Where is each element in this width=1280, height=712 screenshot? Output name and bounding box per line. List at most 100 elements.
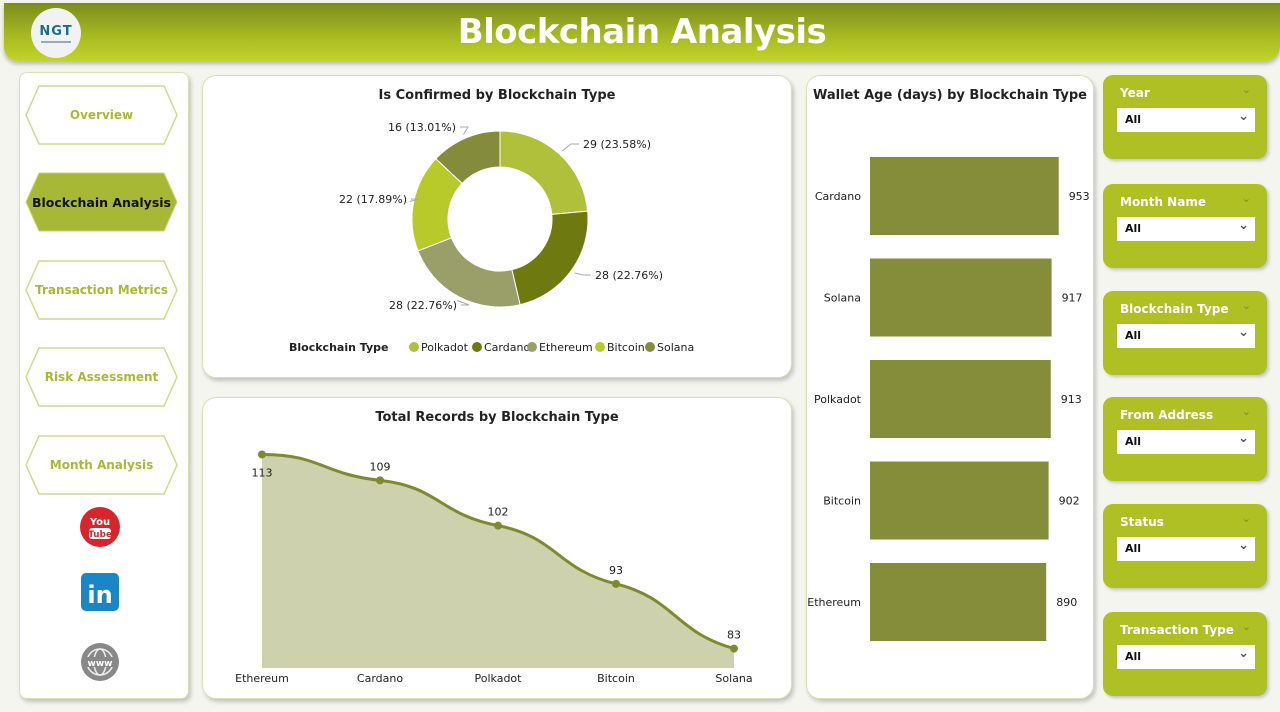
data-label: 917	[1062, 292, 1083, 305]
bar-polkadot[interactable]	[870, 360, 1051, 438]
data-label: 93	[609, 564, 623, 577]
legend-item[interactable]: Ethereum	[539, 341, 593, 354]
chevron-down-icon[interactable]: ⌄	[1241, 512, 1251, 525]
slicer-from-address: From Address⌄All⌄	[1103, 397, 1267, 481]
data-point[interactable]	[258, 450, 266, 459]
data-label: 102	[488, 506, 509, 519]
globe-icon[interactable]: www	[80, 642, 120, 682]
bar-chart-panel: Wallet Age (days) by Blockchain Type Car…	[806, 75, 1094, 699]
data-point[interactable]	[612, 579, 620, 588]
legend-item[interactable]: Bitcoin	[607, 341, 645, 354]
data-point[interactable]	[376, 476, 384, 485]
bar-solana[interactable]	[870, 258, 1052, 337]
slicer-value: All	[1125, 329, 1142, 342]
x-tick-label: Ethereum	[235, 672, 289, 685]
x-tick-label: Bitcoin	[597, 672, 635, 685]
svg-text:www: www	[88, 659, 113, 669]
linkedin-icon[interactable]: in	[80, 572, 120, 612]
nav-month-analysis[interactable]: Month Analysis	[25, 435, 178, 495]
data-label: 902	[1059, 495, 1080, 508]
bar-ethereum[interactable]	[870, 563, 1047, 641]
slicer-dropdown[interactable]: All ⌄	[1117, 537, 1255, 561]
chevron-down-icon: ⌄	[1238, 538, 1249, 553]
data-point[interactable]	[730, 644, 738, 653]
nav-overview[interactable]: Overview	[25, 85, 178, 145]
slicer-label: Status	[1120, 515, 1164, 529]
y-tick-label: Cardano	[815, 190, 861, 203]
legend-item[interactable]: Cardano	[484, 341, 530, 354]
y-tick-label: Ethereum	[807, 596, 861, 609]
slicer-dropdown[interactable]: All ⌄	[1117, 430, 1255, 454]
nav-label: Transaction Metrics	[35, 283, 168, 297]
nav-transaction-metrics[interactable]: Transaction Metrics	[25, 260, 178, 320]
page-title: Blockchain Analysis	[457, 12, 827, 52]
chevron-down-icon[interactable]: ⌄	[1241, 83, 1251, 96]
nav-blockchain-analysis[interactable]: Blockchain Analysis	[25, 172, 178, 232]
x-tick-label: Solana	[715, 672, 752, 685]
slicer-value: All	[1125, 542, 1142, 555]
slicer-value: All	[1125, 222, 1142, 235]
data-label: 109	[370, 460, 391, 473]
donut-slice-cardano[interactable]	[511, 210, 589, 306]
bar-bitcoin[interactable]	[870, 461, 1049, 540]
donut-chart: 29 (23.58%)28 (22.76%)28 (22.76%)22 (17.…	[289, 121, 694, 354]
data-label: 29 (23.58%)	[583, 138, 651, 151]
data-label: 890	[1056, 596, 1077, 609]
chevron-down-icon: ⌄	[1238, 431, 1249, 446]
chevron-down-icon: ⌄	[1238, 218, 1249, 233]
slicer-label: Blockchain Type	[1120, 302, 1229, 316]
logo: NGT	[31, 8, 81, 58]
legend-item[interactable]: Solana	[657, 341, 694, 354]
slicer-value: All	[1125, 435, 1142, 448]
data-label: 22 (17.89%)	[339, 193, 407, 206]
chart-title: Wallet Age (days) by Blockchain Type	[813, 88, 1087, 103]
chevron-down-icon[interactable]: ⌄	[1241, 192, 1251, 205]
chevron-down-icon[interactable]: ⌄	[1241, 299, 1251, 312]
nav-label: Blockchain Analysis	[31, 194, 171, 210]
bar-cardano[interactable]	[870, 157, 1059, 235]
y-tick-label: Bitcoin	[823, 495, 861, 508]
data-label: 16 (13.01%)	[388, 121, 456, 134]
leader-line	[409, 198, 420, 202]
slicer-blockchain-type: Blockchain Type ⌄ All ⌄	[1103, 291, 1267, 375]
area-fill	[262, 454, 734, 668]
data-label: 953	[1069, 190, 1090, 203]
data-label: 28 (22.76%)	[389, 299, 457, 312]
chevron-down-icon: ⌄	[1238, 646, 1249, 661]
leader-line	[574, 272, 591, 276]
y-tick-label: Solana	[824, 292, 861, 305]
legend-item[interactable]: Polkadot	[421, 341, 469, 354]
chevron-down-icon: ⌄	[1238, 109, 1249, 124]
slicer-dropdown[interactable]: All ⌄	[1117, 108, 1255, 132]
y-tick-label: Polkadot	[814, 393, 862, 406]
data-label: 113	[252, 466, 273, 479]
x-tick-label: Polkadot	[475, 672, 523, 685]
chevron-down-icon[interactable]: ⌄	[1241, 405, 1251, 418]
slicer-month-name: Month Name ⌄ All ⌄	[1103, 184, 1267, 268]
chart-title: Is Confirmed by Blockchain Type	[378, 88, 616, 103]
svg-text:Tube: Tube	[88, 530, 112, 540]
slicer-label: Transaction Type	[1120, 623, 1234, 637]
nav-label: Overview	[69, 108, 134, 122]
leader-line	[456, 299, 470, 306]
slicer-value: All	[1125, 650, 1142, 663]
chevron-down-icon[interactable]: ⌄	[1241, 620, 1251, 633]
slicer-label: Month Name	[1120, 195, 1206, 209]
data-label: 913	[1061, 393, 1082, 406]
slicer-value: All	[1125, 113, 1142, 126]
donut-slice-solana[interactable]	[435, 130, 501, 185]
slicer-dropdown[interactable]: All ⌄	[1117, 645, 1255, 669]
nav-risk-assessment[interactable]: Risk Assessment	[25, 347, 178, 407]
svg-text:in: in	[87, 581, 112, 609]
slicer-dropdown[interactable]: All ⌄	[1117, 324, 1255, 348]
data-point[interactable]	[494, 521, 502, 530]
leader-line	[460, 126, 469, 135]
x-tick-label: Cardano	[357, 672, 403, 685]
donut-slice-ethereum[interactable]	[417, 237, 521, 308]
chevron-down-icon: ⌄	[1238, 325, 1249, 340]
slicer-year: Year⌄All⌄	[1103, 75, 1267, 159]
slicer-dropdown[interactable]: All ⌄	[1117, 217, 1255, 241]
